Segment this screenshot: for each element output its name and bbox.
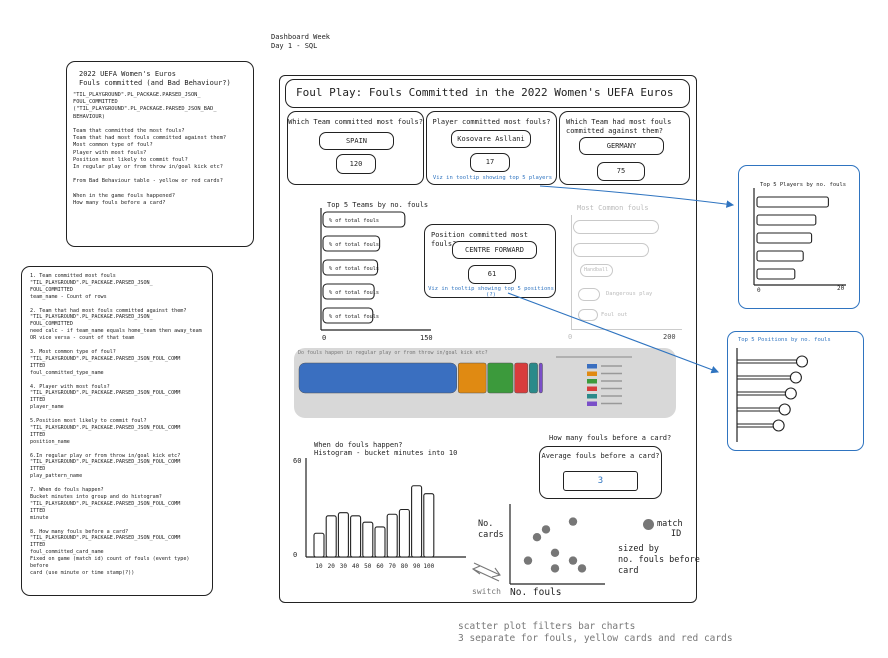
cards-value: 3 <box>563 471 638 491</box>
header-line2: Day 1 - SQL <box>271 42 318 50</box>
histogram-title-line1: When do fouls happen? <box>314 441 403 449</box>
kpi-team-card[interactable]: Which Team committed most fouls? SPAIN 1… <box>287 111 424 185</box>
scatter-y-label-line1: No. <box>478 519 494 529</box>
common-fouls-bar-2[interactable] <box>573 243 649 257</box>
histogram-y-min: 0 <box>293 551 298 559</box>
notes-card-top: 2022 UEFA Women's Euros Fouls committed … <box>66 61 254 247</box>
kpi-against-question: Which Team had most fouls committed agai… <box>566 118 672 135</box>
scatter-legend-dot-label: match ID <box>657 519 683 539</box>
common-fouls-axis-min: 0 <box>568 333 573 341</box>
scatter-legend-dot-line1: match <box>657 519 683 529</box>
histogram-title-line2: Histogram - bucket minutes into 10 <box>314 449 458 457</box>
header-title: Dashboard Week Day 1 - SQL <box>271 33 330 51</box>
dashboard-title-text: Foul Play: Fouls Committed in the 2022 W… <box>296 86 674 99</box>
kpi-team-count: 120 <box>336 154 376 174</box>
popup-players-axis-max: 20 <box>837 285 845 292</box>
position-tooltip-note[interactable]: Viz in tooltip showing top 5 positions (… <box>428 286 554 298</box>
kpi-against-value: GERMANY <box>579 137 664 155</box>
notes-card-left: 1. Team committed most fouls "TIL_PLAYGR… <box>21 266 213 596</box>
kpi-against-card[interactable]: Which Team had most fouls committed agai… <box>559 111 690 185</box>
scatter-legend-dot <box>643 519 654 530</box>
histogram-y-max: 60 <box>293 457 302 465</box>
kpi-player-card[interactable]: Player committed most fouls? Kosovare As… <box>426 111 557 185</box>
play-pattern-panel[interactable] <box>294 348 676 418</box>
footer-notes: scatter plot filters bar charts 3 separa… <box>458 621 733 645</box>
common-fouls-title: Most Common fouls <box>577 204 649 212</box>
footer-line1: scatter plot filters bar charts <box>458 621 636 632</box>
scatter-y-label: No. cards <box>478 519 504 541</box>
notes-body: "TIL_PLAYGROUND".PL_PACKAGE.PARSED_JSON_… <box>73 92 227 207</box>
common-fouls-label-b: Dangerous play <box>606 291 653 297</box>
kpi-player-value: Kosovare Asllani <box>451 130 531 148</box>
cards-inner-title: Average fouls before a card? <box>541 452 660 460</box>
common-fouls-axis-max: 200 <box>663 333 676 341</box>
play-pattern-title: Do fouls happen in regular play or from … <box>298 350 488 356</box>
position-question: Position committed most fouls? <box>431 231 528 248</box>
common-fouls-bar-3[interactable] <box>578 288 600 301</box>
scatter-y-label-line2: cards <box>478 530 504 540</box>
header-line1: Dashboard Week <box>271 33 331 41</box>
common-fouls-x-axis <box>571 329 682 330</box>
popup-players-title: Top 5 Players by no. fouls <box>760 182 847 188</box>
notes-title-line2: Fouls committed (and Bad Behaviour?) <box>79 79 231 87</box>
common-fouls-bar-4[interactable] <box>578 309 598 321</box>
top5-teams-axis-min: 0 <box>322 334 327 342</box>
popup-top-players: Top 5 Players by no. fouls 0 20 <box>738 165 860 309</box>
kpi-player-question: Player committed most fouls? <box>432 118 551 126</box>
scatter-legend-size: sized by no. fouls before card <box>618 544 700 576</box>
cards-card[interactable]: Average fouls before a card? 3 <box>539 446 662 499</box>
top5-teams-axis-max: 150 <box>420 334 433 342</box>
position-value: CENTRE FORWARD <box>452 241 537 259</box>
position-card[interactable]: Position committed most fouls? CENTRE FO… <box>424 224 556 298</box>
scatter-switch-label[interactable]: switch <box>472 587 501 596</box>
kpi-team-value: SPAIN <box>319 132 394 150</box>
top5-teams-title: Top 5 Teams by no. fouls <box>327 201 429 209</box>
scatter-legend-dot-line2: ID <box>671 529 682 539</box>
popup-positions-title: Top 5 Positions by no. fouls <box>738 337 831 343</box>
position-count: 61 <box>468 265 516 284</box>
common-fouls-label-c: Foul out <box>601 312 628 318</box>
popup-top-positions: Top 5 Positions by no. fouls <box>727 331 864 451</box>
cards-question: How many fouls before a card? <box>549 434 672 442</box>
kpi-team-question: Which Team committed most fouls? <box>288 118 423 126</box>
common-fouls-label-a: Handball <box>580 264 613 277</box>
kpi-player-tooltip-note[interactable]: Viz in tooltip showing top 5 players <box>432 175 553 181</box>
kpi-player-count: 17 <box>470 153 510 172</box>
common-fouls-bar-1[interactable] <box>573 220 659 234</box>
footer-line2: 3 separate for fouls, yellow cards and r… <box>458 633 733 644</box>
scatter-x-label: No. fouls <box>510 587 562 598</box>
notes-title-line1: 2022 UEFA Women's Euros <box>79 70 176 78</box>
dashboard-title: Foul Play: Fouls Committed in the 2022 W… <box>285 79 690 108</box>
common-fouls-y-axis <box>571 215 572 329</box>
popup-players-axis-min: 0 <box>757 287 761 294</box>
notes-left-body: 1. Team committed most fouls "TIL_PLAYGR… <box>30 273 202 576</box>
kpi-against-count: 75 <box>597 162 645 181</box>
